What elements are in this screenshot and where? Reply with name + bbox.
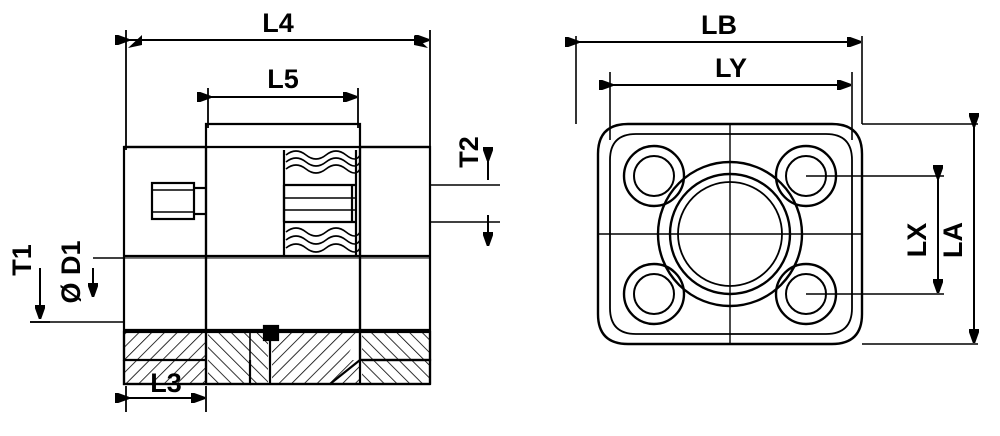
front-view-extensions <box>575 36 978 345</box>
flange-inner-outline <box>609 133 853 335</box>
label-l4: L4 <box>262 8 294 38</box>
dimension-d1 <box>93 257 124 296</box>
label-l3: L3 <box>150 368 182 398</box>
label-d1: Ø D1 <box>56 240 86 303</box>
dimension-t1 <box>30 268 124 323</box>
label-ly: LY <box>715 53 747 83</box>
bolt-hole-top-left <box>622 144 686 208</box>
bolt-hole-bottom-left <box>622 262 686 326</box>
section-hatch-borders <box>122 324 432 386</box>
thread-detail <box>282 150 361 256</box>
dimension-l4 <box>126 30 431 150</box>
section-hatching <box>124 332 430 384</box>
centre-lines <box>598 124 862 344</box>
plug-detail <box>150 181 206 221</box>
body-left-outline <box>122 145 208 362</box>
dimension-l5 <box>208 88 359 128</box>
dimension-l3 <box>126 386 207 412</box>
label-la: LA <box>938 222 968 258</box>
label-lb: LB <box>701 10 737 40</box>
construction-lines <box>205 147 361 384</box>
front-view <box>596 122 864 346</box>
label-lx: LX <box>902 223 932 258</box>
label-t1: T1 <box>7 244 37 276</box>
flange-outline <box>596 122 864 346</box>
bore-lines <box>124 254 430 259</box>
label-l5: L5 <box>267 64 299 94</box>
section-view <box>122 122 432 386</box>
body-right-outline <box>358 145 432 362</box>
label-t2: T2 <box>454 136 484 168</box>
dimension-t2 <box>430 160 500 245</box>
